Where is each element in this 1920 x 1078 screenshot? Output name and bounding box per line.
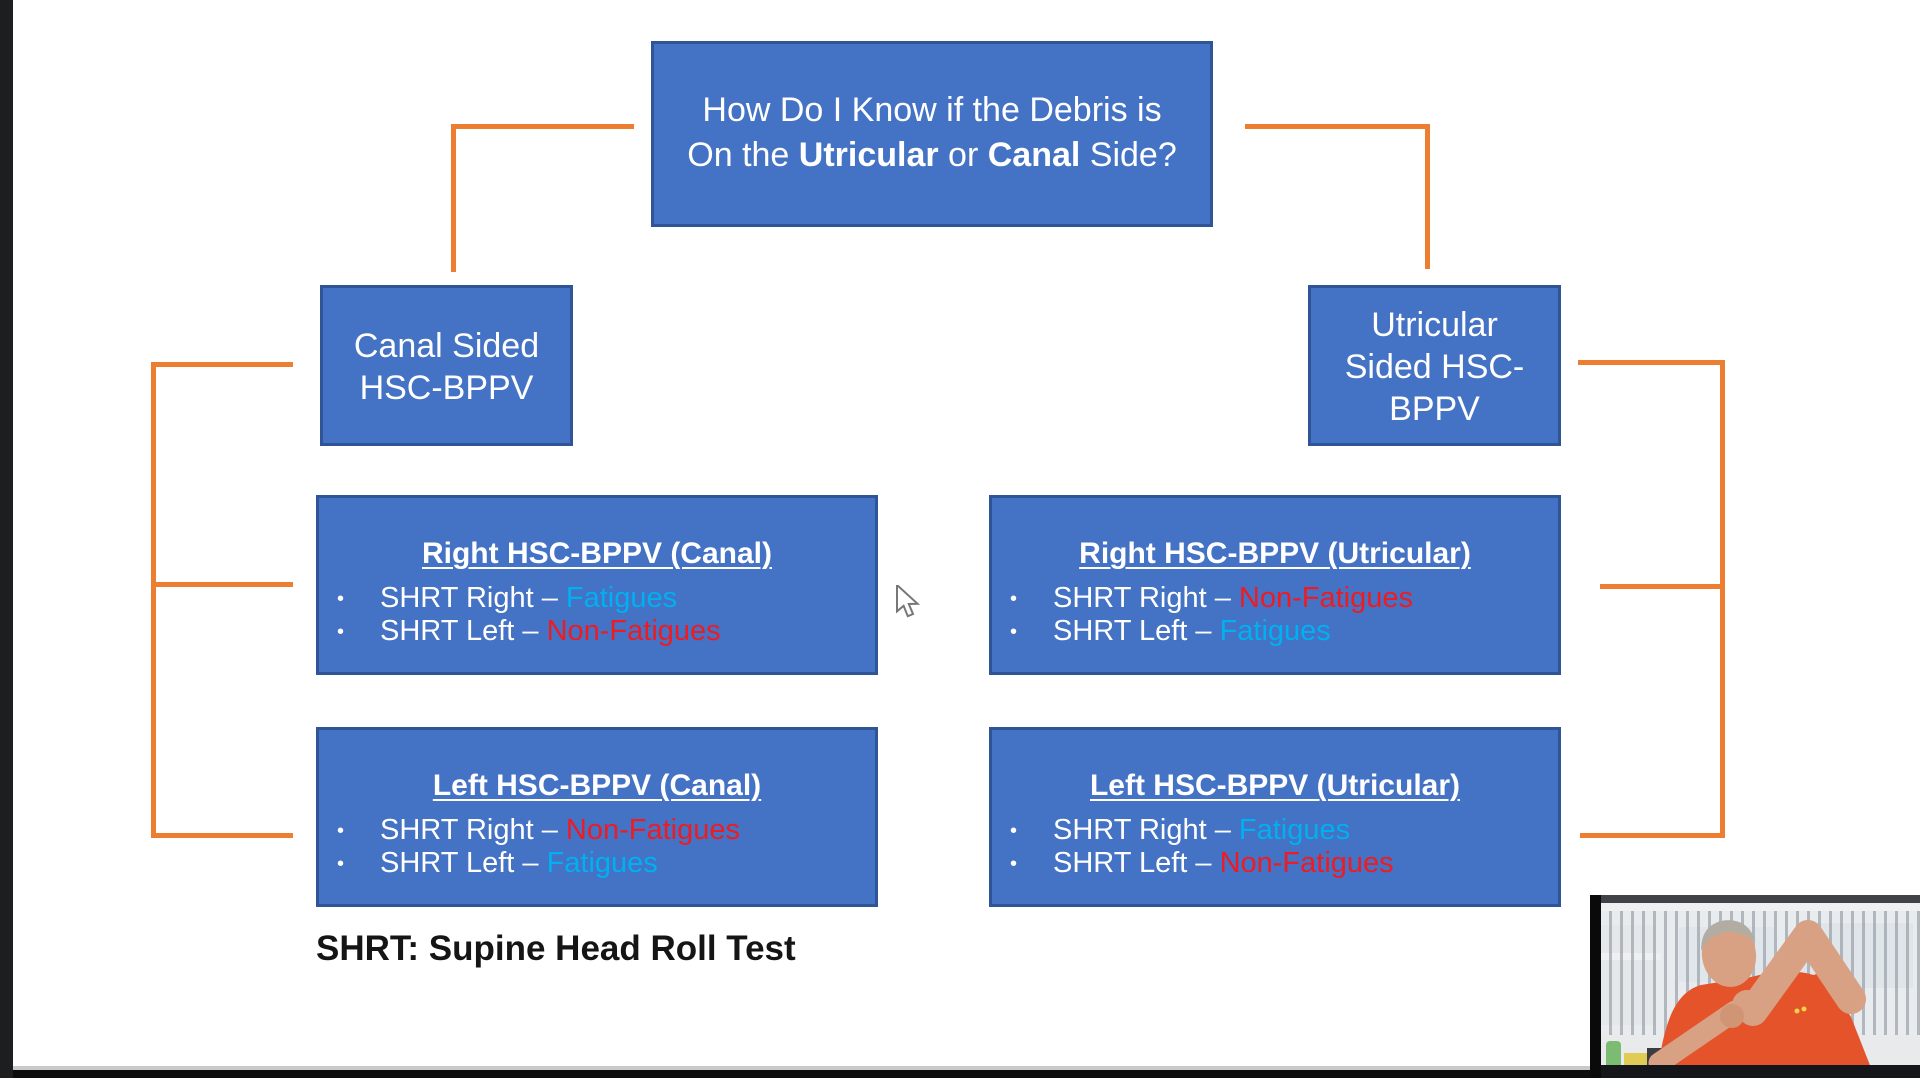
webcam-top-edge	[1601, 895, 1920, 903]
utricular-sided-line: Sided HSC-	[1344, 348, 1525, 386]
bullet-dot: •	[1010, 820, 1018, 842]
connector-right-branch-bottom	[1580, 833, 1725, 838]
desk-shadow	[1601, 1065, 1920, 1078]
bullet-label: SHRT Right –	[1053, 582, 1239, 614]
bullet-label: SHRT Right –	[1053, 814, 1239, 846]
bullet-item: • SHRT Left – Non-Fatigues	[992, 847, 1558, 880]
bullet-dot: •	[337, 588, 345, 610]
connector-left-branch-middle	[151, 582, 293, 587]
bullet-item: • SHRT Right – Fatigues	[319, 582, 875, 615]
bullet-item: • SHRT Right – Fatigues	[992, 814, 1558, 847]
canal-sided-line: HSC-BPPV	[359, 369, 534, 407]
question-line1: How Do I Know if the Debris is	[702, 91, 1162, 129]
result-title: Left HSC-BPPV (Utricular)	[1089, 769, 1461, 802]
bullet-value: Non-Fatigues	[565, 814, 740, 846]
connector-top-left-vertical	[451, 124, 456, 272]
result-bullets: • SHRT Right – Non-Fatigues • SHRT Left – …	[319, 814, 875, 880]
connector-top-right-vertical	[1425, 124, 1430, 269]
question-line2: On the Utricular or Canal Side?	[687, 136, 1177, 174]
bullet-dot: •	[337, 853, 345, 875]
bullet-label: SHRT Left –	[1053, 615, 1220, 647]
connector-left-branch-bottom	[151, 833, 293, 838]
bullet-value: Fatigues	[1219, 615, 1331, 647]
bullet-item: • SHRT Left – Fatigues	[992, 615, 1558, 648]
shirt-logo	[1801, 1006, 1807, 1012]
bullet-dot: •	[337, 820, 345, 842]
bullet-label: SHRT Left –	[380, 847, 547, 879]
bullet-label: SHRT Left –	[380, 615, 547, 647]
bullet-value: Fatigues	[565, 582, 678, 614]
result-box-right-utricular: Right HSC-BPPV (Utricular) • SHRT Right –…	[989, 495, 1561, 675]
bullet-dot: •	[1010, 588, 1018, 610]
blinds-rail	[1601, 903, 1920, 911]
bottom-black-bar	[0, 1070, 1920, 1078]
bullet-dot: •	[1010, 853, 1018, 875]
result-bullets: • SHRT Right – Fatigues • SHRT Left – Non-…	[992, 814, 1558, 880]
result-box-left-canal: Left HSC-BPPV (Canal) • SHRT Right – Non-…	[316, 727, 878, 907]
presenter-raised-arm	[1738, 920, 1866, 1026]
presenter-head	[1701, 920, 1757, 987]
result-title: Right HSC-BPPV (Utricular)	[1079, 537, 1471, 570]
bullet-label: SHRT Left –	[1053, 847, 1220, 879]
webcam-left-border	[1590, 895, 1601, 1078]
bullet-item: • SHRT Right – Non-Fatigues	[992, 582, 1558, 615]
bullet-label: SHRT Right –	[380, 582, 566, 614]
bullet-item: • SHRT Left – Fatigues	[319, 847, 875, 880]
result-bullets: • SHRT Right – Fatigues • SHRT Left – Non-…	[319, 582, 875, 648]
left-black-bar	[0, 0, 13, 1078]
connector-right-bracket-vertical	[1720, 360, 1725, 838]
mouse-cursor	[896, 585, 921, 618]
result-bullets: • SHRT Right – Non-Fatigues • SHRT Left – …	[992, 582, 1558, 648]
question-box: How Do I Know if the Debris is On the Ut…	[651, 41, 1213, 227]
presenter-hand	[1720, 1004, 1744, 1028]
bullet-value: Non-Fatigues	[546, 615, 721, 647]
connector-right-branch-middle	[1600, 584, 1725, 589]
result-title: Right HSC-BPPV (Canal)	[421, 537, 772, 570]
canal-sided-box: Canal Sided HSC-BPPV	[320, 285, 573, 446]
utricular-sided-line: Utricular	[1371, 306, 1498, 344]
bullet-dot: •	[1010, 621, 1018, 643]
bullet-value: Non-Fatigues	[1219, 847, 1394, 879]
utricular-sided-line: BPPV	[1389, 390, 1480, 428]
result-title: Left HSC-BPPV (Canal)	[432, 769, 762, 802]
bullet-value: Fatigues	[546, 847, 658, 879]
webcam-video	[1590, 895, 1920, 1078]
cursor-arrow	[896, 585, 921, 618]
presenter-hair	[1701, 920, 1756, 951]
result-box-right-canal: Right HSC-BPPV (Canal) • SHRT Right – Fat…	[316, 495, 878, 675]
connector-left-branch-top	[151, 362, 293, 367]
webcam-scene	[1601, 895, 1920, 1078]
bottom-gray-line	[0, 1066, 1920, 1070]
bullet-item: • SHRT Right – Non-Fatigues	[319, 814, 875, 847]
bullet-value: Fatigues	[1238, 814, 1351, 846]
shirt-logo	[1794, 1008, 1800, 1014]
acronym-caption: SHRT: Supine Head Roll Test	[316, 929, 796, 968]
utricular-sided-box: Utricular Sided HSC- BPPV	[1308, 285, 1561, 446]
connector-top-right-horizontal	[1245, 124, 1430, 129]
bullet-item: • SHRT Left – Non-Fatigues	[319, 615, 875, 648]
canal-sided-line: Canal Sided	[353, 327, 540, 365]
connector-right-branch-top	[1578, 360, 1725, 365]
bullet-label: SHRT Right –	[380, 814, 566, 846]
bullet-dot: •	[337, 621, 345, 643]
connector-top-left-horizontal	[451, 124, 634, 129]
bullet-value: Non-Fatigues	[1238, 582, 1413, 614]
connector-left-bracket-vertical	[151, 362, 156, 838]
result-box-left-utricular: Left HSC-BPPV (Utricular) • SHRT Right – …	[989, 727, 1561, 907]
